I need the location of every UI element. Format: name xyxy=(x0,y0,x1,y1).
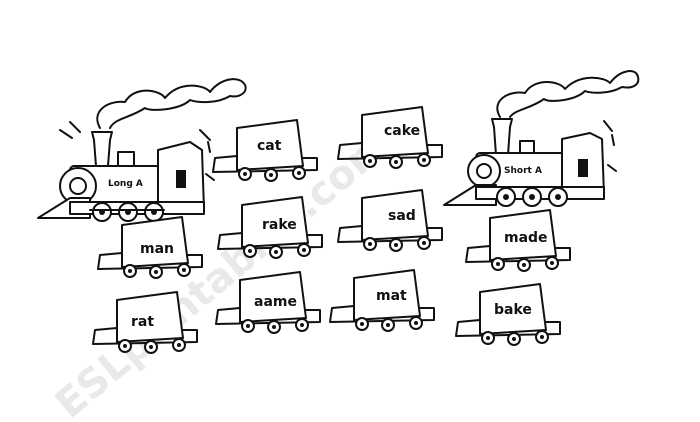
car-rat: rat xyxy=(92,291,198,354)
engine-short-a: Short A xyxy=(443,70,640,207)
engine-label-short-a: Short A xyxy=(504,166,542,176)
smoke-icon xyxy=(496,70,640,118)
car-word: bake xyxy=(494,302,532,318)
car-word: rat xyxy=(131,314,154,330)
car-made: made xyxy=(465,209,571,272)
car-aame: aame xyxy=(215,271,321,334)
car-word: cake xyxy=(384,123,420,139)
car-word: man xyxy=(140,241,174,257)
car-word: aame xyxy=(254,294,297,310)
car-sad: sad xyxy=(337,189,443,252)
car-word: cat xyxy=(257,138,282,154)
car-cat: cat xyxy=(212,119,318,182)
car-word: sad xyxy=(388,208,416,224)
car-man: man xyxy=(97,216,203,279)
engine-label-long-a: Long A xyxy=(108,179,143,189)
car-word: rake xyxy=(262,217,297,233)
car-mat: mat xyxy=(329,269,435,332)
car-cake: cake xyxy=(337,106,443,169)
smoke-icon xyxy=(96,78,247,129)
engine-long-a: Long A xyxy=(37,78,247,222)
car-word: mat xyxy=(376,288,407,304)
car-bake: bake xyxy=(455,283,561,346)
car-word: made xyxy=(504,230,548,246)
car-rake: rake xyxy=(217,196,323,259)
